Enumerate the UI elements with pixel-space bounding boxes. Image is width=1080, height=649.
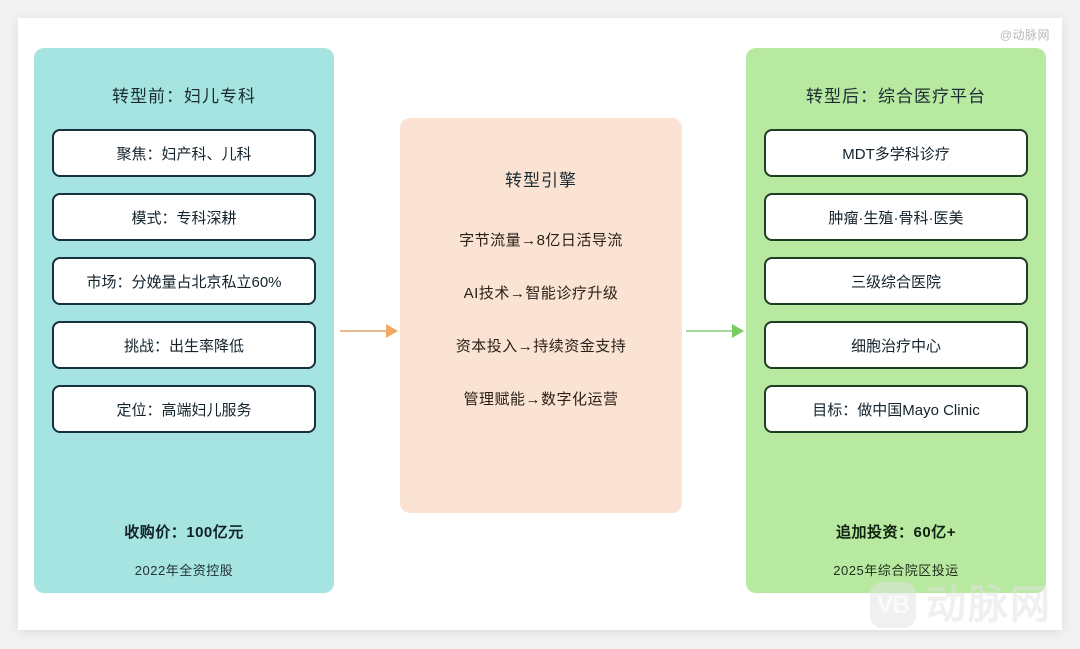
- card-label: 三级综合医院: [850, 273, 941, 291]
- list-item: 三级综合医院: [764, 257, 1028, 305]
- watermark-logo: VB 动脉网: [870, 582, 1052, 628]
- card-label: MDT多学科诊疗: [842, 145, 950, 163]
- left-footer-main: 收购价：100亿元: [124, 524, 244, 541]
- card-label: 定位：高端妇儿服务: [116, 401, 252, 419]
- left-panel-title: 转型前：妇儿专科: [112, 87, 256, 106]
- card-label: 模式：专科深耕: [131, 209, 237, 227]
- panel-after-transformation: 转型后：综合医疗平台 MDT多学科诊疗 肿瘤·生殖·骨科·医美 三级综合医院 细…: [746, 48, 1046, 593]
- list-item: 模式：专科深耕: [52, 193, 316, 241]
- right-footer-sub: 2025年综合院区投运: [833, 563, 959, 578]
- arrow-center-to-right-icon: [686, 324, 744, 338]
- list-item: 市场：分娩量占北京私立60%: [52, 257, 316, 305]
- watermark-top-right: @动脉网: [999, 28, 1050, 42]
- arrow-head: [732, 324, 744, 338]
- list-item: 目标：做中国Mayo Clinic: [764, 385, 1028, 433]
- card-label: 挑战：出生率降低: [123, 337, 244, 355]
- card-label: 聚焦：妇产科、儿科: [116, 145, 252, 163]
- arrow-shaft: [686, 330, 732, 332]
- right-panel-footer: 追加投资：60亿+ 2025年综合院区投运: [746, 521, 1046, 579]
- list-item: 管理赋能→数字化运营: [463, 391, 619, 408]
- card-label: 肿瘤·生殖·骨科·医美: [828, 209, 964, 227]
- card-label: 细胞治疗中心: [850, 337, 941, 355]
- arrow-left-to-center-icon: [340, 324, 398, 338]
- arrow-shaft: [340, 330, 386, 332]
- list-item: 细胞治疗中心: [764, 321, 1028, 369]
- card-label: 市场：分娩量占北京私立60%: [86, 273, 282, 291]
- vb-logo-icon: VB: [870, 582, 916, 628]
- arrow-head: [386, 324, 398, 338]
- card-label: 目标：做中国Mayo Clinic: [812, 401, 980, 419]
- diagram-canvas: @动脉网 转型前：妇儿专科 聚焦：妇产科、儿科 模式：专科深耕 市场：分娩量占北…: [18, 18, 1062, 630]
- right-panel-item-list: MDT多学科诊疗 肿瘤·生殖·骨科·医美 三级综合医院 细胞治疗中心 目标：做中…: [746, 129, 1046, 433]
- list-item: MDT多学科诊疗: [764, 129, 1028, 177]
- list-item: 字节流量→8亿日活导流: [459, 232, 623, 249]
- left-footer-sub: 2022年全资控股: [134, 563, 234, 578]
- list-item: 挑战：出生率降低: [52, 321, 316, 369]
- left-panel-footer: 收购价：100亿元 2022年全资控股: [34, 521, 334, 579]
- panel-transformation-engine: 转型引擎 字节流量→8亿日活导流 AI技术→智能诊疗升级 资本投入→持续资金支持…: [400, 118, 682, 513]
- panel-before-transformation: 转型前：妇儿专科 聚焦：妇产科、儿科 模式：专科深耕 市场：分娩量占北京私立60…: [34, 48, 334, 593]
- left-panel-item-list: 聚焦：妇产科、儿科 模式：专科深耕 市场：分娩量占北京私立60% 挑战：出生率降…: [34, 129, 334, 433]
- list-item: 定位：高端妇儿服务: [52, 385, 316, 433]
- list-item: 肿瘤·生殖·骨科·医美: [764, 193, 1028, 241]
- center-panel-title: 转型引擎: [505, 171, 577, 190]
- list-item: AI技术→智能诊疗升级: [463, 285, 619, 302]
- right-panel-title: 转型后：综合医疗平台: [806, 87, 986, 106]
- watermark-logo-text: 动脉网: [926, 583, 1052, 627]
- center-panel-line-list: 字节流量→8亿日活导流 AI技术→智能诊疗升级 资本投入→持续资金支持 管理赋能…: [400, 229, 682, 409]
- list-item: 聚焦：妇产科、儿科: [52, 129, 316, 177]
- list-item: 资本投入→持续资金支持: [455, 338, 627, 355]
- right-footer-main: 追加投资：60亿+: [836, 524, 956, 541]
